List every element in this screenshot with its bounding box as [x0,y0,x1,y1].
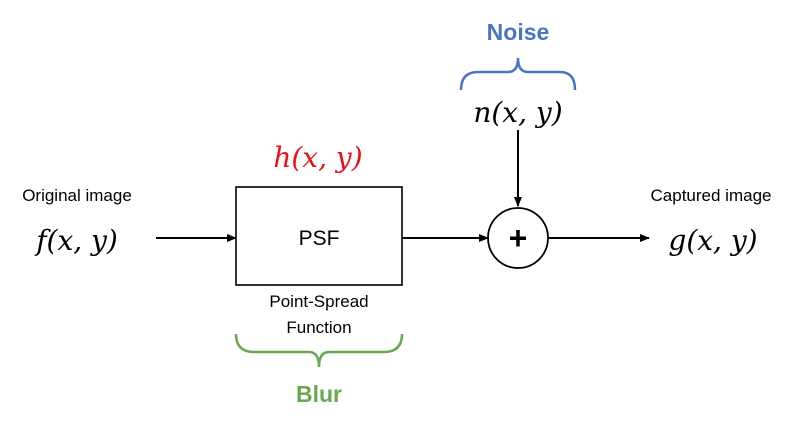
psf-function-label: h(x, y) [273,141,362,174]
output-symbol: g(x, y) [668,224,757,257]
psf-caption-line2: Function [286,318,351,337]
psf-caption-line1: Point-Spread [269,292,368,311]
adder-plus-symbol: + [509,220,528,256]
noise-symbol: n(x, y) [473,96,562,129]
input-symbol: f(x, y) [34,224,118,257]
psf-box-label: PSF [299,227,340,250]
noise-brace [459,57,577,91]
psf-box [235,186,403,286]
blur-brace [234,333,404,368]
blur-group-label: Blur [296,381,342,407]
output-label: Captured image [651,186,772,205]
noise-group-label: Noise [487,19,550,45]
input-label: Original image [22,186,132,205]
